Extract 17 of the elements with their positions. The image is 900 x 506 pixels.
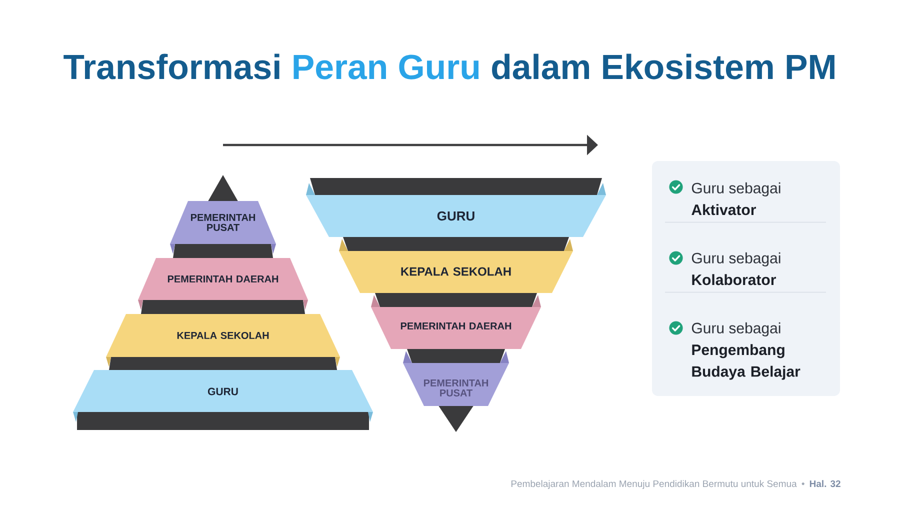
item-label: Guru sebagai bbox=[692, 322, 780, 336]
item-label: Guru sebagai bbox=[692, 182, 780, 196]
pyramid-tier: GURU bbox=[306, 183, 606, 237]
footer-text: Pembelajaran Mendalam Menuju Pendidikan Bermutu untuk Semua bbox=[511, 480, 797, 489]
title: Transformasi Peran Guru dalam Ekosistem PM bbox=[64, 54, 834, 80]
pyramid-tier: KEPALA SEKOLAH bbox=[106, 314, 340, 367]
pyramid-tier: PEMERINTAH DAERAH bbox=[138, 258, 308, 310]
pyramid-tier: PEMERINTAH PUSAT bbox=[170, 201, 276, 254]
pyramid-tier: PEMERINTAH PUSAT bbox=[403, 351, 509, 406]
pyramid-tier: GURU bbox=[73, 370, 373, 422]
item-title: Aktivator bbox=[692, 204, 756, 216]
pyramid-tier: KEPALA SEKOLAH bbox=[339, 239, 573, 293]
pyramid-tier: PEMERINTAH DAERAH bbox=[371, 294, 541, 349]
item-title: Kolaborator bbox=[692, 274, 776, 286]
page-number: Hal. 32 bbox=[810, 480, 840, 488]
item-label: Guru sebagai bbox=[692, 252, 780, 266]
item-title: Pengembang Budaya Belajar bbox=[692, 344, 800, 380]
